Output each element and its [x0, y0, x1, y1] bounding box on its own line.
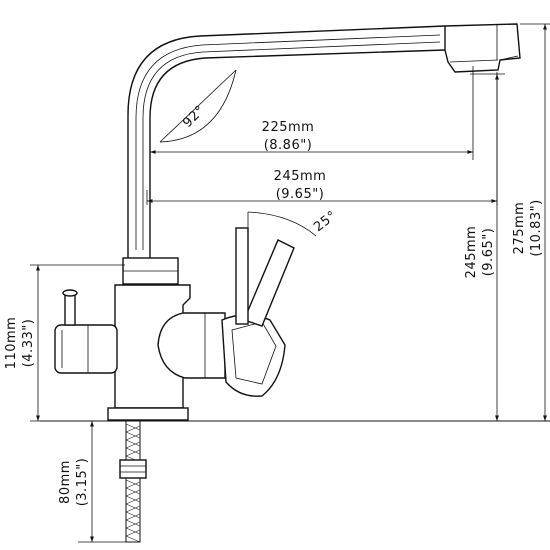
shank-length-mm: 80mm [58, 460, 73, 504]
spout-reach-inner-inch: (8.86") [264, 138, 313, 153]
spout-height-mm: 245mm [464, 226, 479, 279]
dimension-labels: 225mm (8.86") 245mm (9.65") 245mm (9.65"… [4, 120, 544, 506]
dimension-lines [36, 24, 547, 542]
body-height-mm: 110mm [4, 317, 19, 370]
spout-angle-label: 92° [180, 103, 208, 131]
faucet-body: 25° [54, 208, 340, 421]
total-height-mm: 275mm [512, 202, 527, 255]
spout-angle-annotation: 92° [159, 69, 237, 143]
spout-reach-outer-inch: (9.65") [276, 187, 325, 202]
shank-length-inch: (3.15") [75, 458, 90, 507]
body-height-inch: (4.33") [21, 319, 36, 368]
extension-lines [30, 23, 550, 543]
spout-height-inch: (9.65") [481, 228, 496, 277]
total-height-inch: (10.83") [529, 199, 544, 256]
lever-angle-label: 25° [311, 208, 340, 235]
spout-reach-inner-mm: 225mm [262, 120, 315, 135]
spout-reach-outer-mm: 245mm [274, 169, 327, 184]
spout [127, 23, 521, 258]
shank [119, 419, 147, 543]
